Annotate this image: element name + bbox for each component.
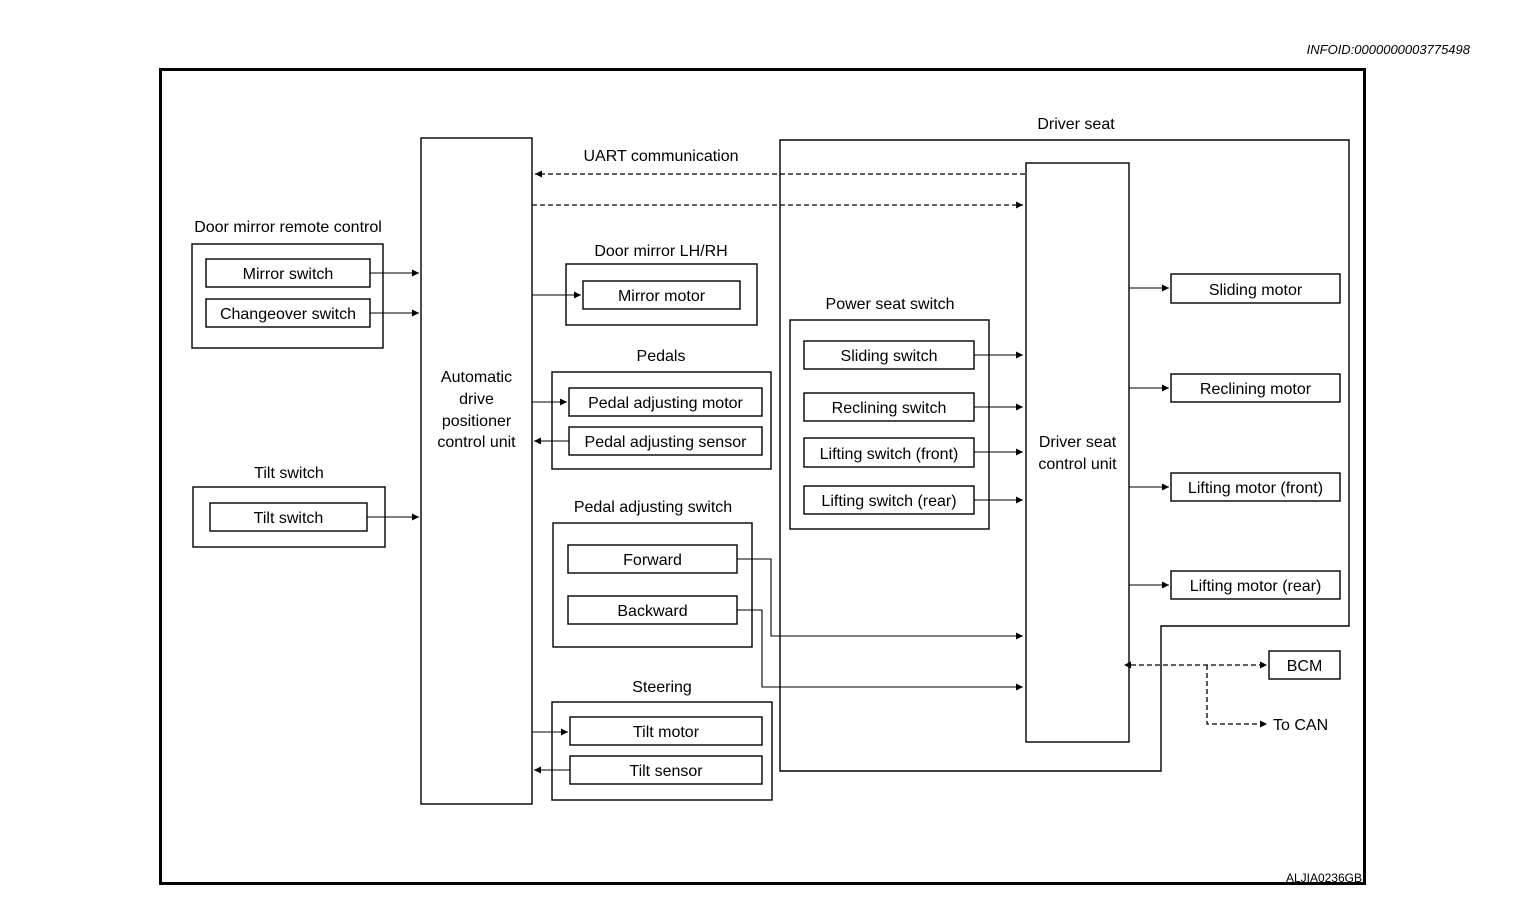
door-mirror-remote-title: Door mirror remote control [194,219,382,236]
pedal-switch-title: Pedal adjusting switch [574,499,732,516]
driver-seat-control-unit [1025,162,1130,743]
lifting-motor-front-label: Lifting motor (front) [1188,480,1323,497]
reclining-motor-label: Reclining motor [1200,381,1312,398]
lifting-switch-rear-label: Lifting switch (rear) [821,493,956,510]
mirror-motor-label: Mirror motor [618,288,706,305]
dscu-line-1: Driver seat [1039,434,1117,451]
pedal-adjusting-sensor-label: Pedal adjusting sensor [585,434,748,451]
mirror-switch-label: Mirror switch [243,266,334,283]
bcm-box [1268,650,1341,680]
pedal-adjusting-sensor [568,426,763,456]
changeover-switch-label: Changeover switch [220,306,356,323]
to-can-line [1206,665,1267,728]
pedal-switch-group [552,522,753,648]
tilt-motor [569,716,763,746]
pedal-adjusting-motor [568,387,763,417]
adp-unit-line-1: Automatic [441,369,512,386]
forward-switch-label: Forward [623,552,682,569]
backward-switch-wire [737,609,1023,691]
tilt-sensor [569,755,763,785]
diagram-frame [159,68,1366,885]
driver-seat-boundary [779,139,1350,772]
steering-title: Steering [632,679,692,696]
reclining-motor [1170,373,1341,403]
lifting-motor-rear [1170,570,1341,600]
bcm-label: BCM [1287,658,1323,675]
lifting-switch-front-label: Lifting switch (front) [820,446,959,463]
lifting-motor-rear-label: Lifting motor (rear) [1190,578,1322,595]
reclining-switch [803,392,975,422]
forward-switch [567,544,738,574]
driver-seat-title: Driver seat [1037,116,1115,133]
backward-switch [567,595,738,625]
adp-unit-line-3: positioner [442,413,512,430]
mirror-motor [582,280,741,310]
forward-switch-wire [737,558,1023,640]
sliding-switch [803,340,975,370]
to-can-label: To CAN [1273,717,1328,734]
lifting-switch-front [803,437,975,468]
adp-unit-line-4: control unit [437,434,516,451]
power-seat-switch-title: Power seat switch [826,296,955,313]
dscu-line-2: control unit [1038,456,1117,473]
tilt-switch-label: Tilt switch [254,510,324,527]
sliding-switch-label: Sliding switch [841,348,938,365]
tilt-switch-group-title: Tilt switch [254,465,324,482]
pedal-adjusting-motor-label: Pedal adjusting motor [588,395,743,412]
reclining-switch-label: Reclining switch [832,400,947,417]
pedals-title: Pedals [637,348,686,365]
adp-unit-line-2: drive [459,391,494,408]
tilt-switch [209,502,368,532]
lifting-motor-front [1170,472,1341,502]
tilt-motor-label: Tilt motor [633,724,700,741]
infoid-label: INFOID:0000000003775498 [1306,42,1470,57]
lifting-switch-rear [803,485,975,515]
changeover-switch [205,298,371,328]
door-mirror-title: Door mirror LH/RH [594,243,727,260]
backward-switch-label: Backward [617,603,687,620]
image-ref-label: ALJIA0236GB [1286,871,1362,885]
tilt-sensor-label: Tilt sensor [629,763,703,780]
adp-control-unit [420,137,533,805]
uart-label: UART communication [583,148,738,165]
sliding-motor-label: Sliding motor [1209,282,1303,299]
sliding-motor [1170,273,1341,304]
